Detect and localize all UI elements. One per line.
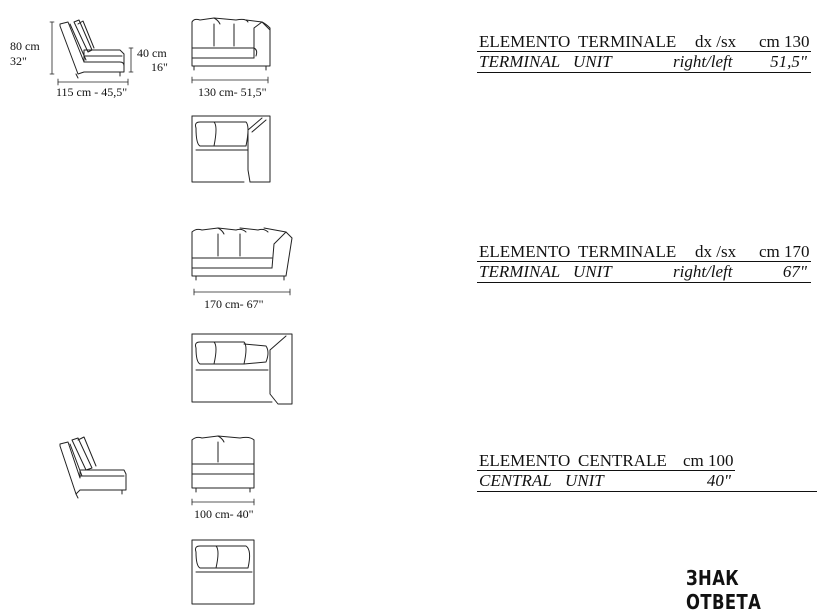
spec-en-name: TERMINAL bbox=[479, 262, 561, 281]
spec-en-type: UNIT bbox=[573, 262, 612, 281]
width-130-label: 130 cm- 51,5" bbox=[198, 85, 267, 99]
front-view-130 bbox=[191, 17, 271, 84]
spec-it-size: cm 130 bbox=[759, 32, 810, 51]
seat-height-cm-label: 40 cm bbox=[137, 46, 167, 60]
spec-it-size: cm 100 bbox=[683, 451, 734, 470]
top-view-100 bbox=[191, 539, 255, 605]
width-100-label: 100 cm- 40" bbox=[194, 507, 254, 521]
spec-en-size: 40" bbox=[706, 471, 731, 490]
spec-en-type: UNIT bbox=[565, 471, 604, 490]
front-view-100 bbox=[191, 435, 255, 506]
side-view-terminal bbox=[49, 19, 134, 86]
spec-underline bbox=[477, 282, 811, 283]
top-view-130 bbox=[191, 115, 271, 183]
spec-en-side: right/left bbox=[673, 52, 733, 71]
seat-height-in-label: 16" bbox=[151, 60, 168, 74]
spec-it-side: dx /sx bbox=[695, 32, 737, 51]
spec-terminal-130: ELEMENTO TERMINALE dx /sx cm 130 TERMINA… bbox=[477, 32, 811, 76]
width-170-label: 170 cm- 67" bbox=[204, 297, 264, 311]
side-view-central bbox=[59, 436, 127, 499]
top-view-170 bbox=[191, 333, 293, 405]
spec-it-name: ELEMENTO bbox=[479, 242, 571, 261]
spec-en-name: TERMINAL bbox=[479, 52, 561, 71]
spec-en-side: right/left bbox=[673, 262, 733, 281]
front-view-170 bbox=[191, 227, 293, 296]
spec-it-name: ELEMENTO bbox=[479, 451, 571, 470]
spec-underline bbox=[477, 72, 811, 73]
spec-underline bbox=[477, 491, 817, 492]
spec-divider bbox=[477, 470, 735, 471]
spec-divider bbox=[477, 261, 811, 262]
spec-it-type: TERMINALE bbox=[578, 32, 677, 51]
spec-en-size: 67" bbox=[782, 262, 807, 281]
brand-wordmark: ЗНАК ОТВЕТА bbox=[686, 566, 762, 614]
spec-central-100: ELEMENTO CENTRALE cm 100 CENTRAL UNIT 40… bbox=[477, 451, 817, 495]
spec-en-type: UNIT bbox=[573, 52, 612, 71]
side-height-cm-label: 80 cm bbox=[10, 39, 40, 53]
spec-it-type: TERMINALE bbox=[578, 242, 677, 261]
spec-terminal-170: ELEMENTO TERMINALE dx /sx cm 170 TERMINA… bbox=[477, 242, 811, 286]
spec-it-size: cm 170 bbox=[759, 242, 810, 261]
spec-en-size: 51,5" bbox=[770, 52, 807, 71]
spec-divider bbox=[477, 51, 811, 52]
spec-it-type: CENTRALE bbox=[578, 451, 667, 470]
depth-label: 115 cm - 45,5" bbox=[56, 85, 128, 99]
spec-en-name: CENTRAL bbox=[479, 471, 552, 490]
side-height-in-label: 32" bbox=[10, 54, 27, 68]
spec-it-name: ELEMENTO bbox=[479, 32, 571, 51]
spec-it-side: dx /sx bbox=[695, 242, 737, 261]
